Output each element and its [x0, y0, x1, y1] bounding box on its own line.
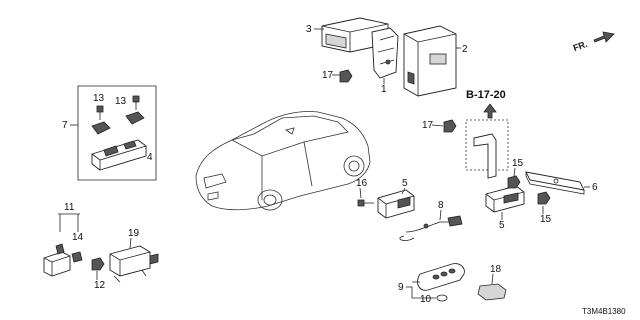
front-arrow-icon: FR. — [572, 31, 615, 53]
front-direction-label: FR. — [572, 39, 589, 53]
callout-15-lower: 15 — [540, 214, 552, 225]
callout-15-upper: 15 — [512, 158, 524, 169]
callout-8: 8 — [438, 200, 444, 211]
callout-18: 18 — [490, 264, 502, 275]
part-8-harness[interactable] — [399, 215, 463, 241]
callout-7: 7 — [62, 120, 68, 131]
reference-dashed-box — [465, 119, 509, 171]
callout-2: 2 — [462, 44, 468, 55]
callout-5-center: 5 — [402, 178, 408, 189]
part-14-clip[interactable] — [71, 251, 83, 263]
part-15-clip-upper[interactable] — [507, 175, 521, 189]
reference-label: B-17-20 — [466, 89, 506, 101]
part-clip-left[interactable] — [91, 121, 111, 135]
reference-arrow-icon — [483, 103, 497, 119]
callout-12: 12 — [94, 280, 106, 291]
part-5-antenna-right[interactable] — [485, 185, 525, 213]
part-11-sensor[interactable] — [43, 243, 71, 277]
part-1-bracket[interactable] — [371, 27, 399, 79]
callout-16: 16 — [356, 178, 368, 189]
part-13-bolt-right[interactable] — [132, 95, 140, 110]
part-12-nut[interactable] — [91, 257, 105, 271]
callout-13-right: 13 — [115, 96, 127, 107]
part-10-battery[interactable] — [436, 294, 448, 302]
vehicle-outline — [195, 111, 371, 211]
callout-13-left: 13 — [93, 93, 105, 104]
callout-1: 1 — [381, 84, 387, 95]
part-13-bolt-left[interactable] — [96, 105, 104, 120]
drawing-code: T3M4B1380 — [582, 307, 626, 316]
part-17-nut-right[interactable] — [443, 119, 457, 133]
callout-4: 4 — [147, 152, 153, 163]
part-9-key-fob[interactable] — [417, 263, 465, 291]
callout-11: 11 — [64, 202, 75, 213]
callout-9: 9 — [398, 282, 404, 293]
callout-6: 6 — [592, 182, 598, 193]
part-4-sensor-bracket[interactable] — [91, 139, 147, 171]
bracket-right[interactable] — [473, 133, 497, 179]
part-16-screw[interactable] — [357, 199, 374, 207]
group-7-box — [77, 85, 157, 181]
part-6-antenna-bar[interactable] — [525, 171, 585, 195]
callout-10: 10 — [420, 294, 432, 305]
part-5-antenna-center[interactable] — [377, 189, 415, 219]
part-17-nut-upper[interactable] — [339, 69, 353, 83]
part-15-clip-lower[interactable] — [537, 191, 551, 205]
callout-14: 14 — [72, 232, 84, 243]
part-2-module[interactable] — [403, 25, 457, 97]
part-18-key-blade[interactable] — [477, 283, 507, 301]
callout-5-right: 5 — [499, 220, 505, 231]
callout-3: 3 — [306, 24, 312, 35]
callout-17-right: 17 — [422, 120, 434, 131]
callout-19: 19 — [128, 228, 140, 239]
part-clip-right[interactable] — [125, 111, 145, 125]
callout-17: 17 — [322, 70, 334, 81]
part-19-sensor-unit[interactable] — [109, 245, 159, 283]
